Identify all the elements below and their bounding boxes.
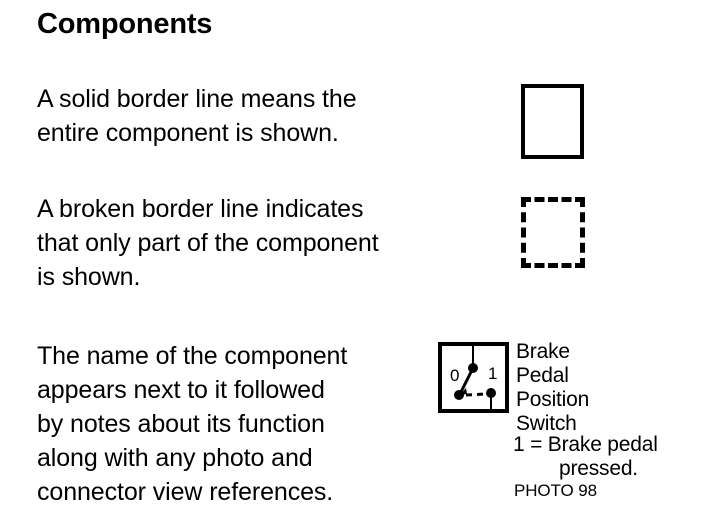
component-function-note: 1 = Brake pedal pressed.	[513, 433, 703, 481]
component-name-line: Switch	[516, 412, 577, 435]
dashed-border-box-icon	[521, 197, 585, 268]
function-note-line: pressed.	[559, 457, 638, 480]
paragraph-line: by notes about its function	[37, 410, 325, 438]
photo-reference-label: PHOTO 98	[514, 481, 597, 500]
paragraph-line: connector view references.	[37, 478, 334, 506]
component-name-line: Position	[516, 388, 590, 411]
paragraph-broken-border: A broken border line indicates that only…	[37, 192, 379, 294]
component-name-line: Pedal	[516, 364, 569, 387]
paragraph-line: that only part of the component	[37, 229, 379, 257]
paragraph-line: A broken border line indicates	[37, 195, 364, 223]
paragraph-line: appears next to it followed	[37, 376, 325, 404]
paragraph-solid-border: A solid border line means the entire com…	[37, 82, 357, 150]
paragraph-line: entire component is shown.	[37, 119, 339, 147]
switch-state-label-1: 1	[488, 364, 497, 383]
paragraph-component-name: The name of the component appears next t…	[37, 339, 347, 509]
component-name-line: Brake	[516, 340, 570, 363]
page-title: Components	[37, 8, 213, 40]
switch-state-label-0: 0	[450, 366, 459, 385]
function-note-line: 1 = Brake pedal	[513, 433, 658, 456]
paragraph-line: A solid border line means the	[37, 85, 357, 113]
paragraph-line: is shown.	[37, 263, 141, 291]
paragraph-line: The name of the component	[37, 342, 348, 370]
paragraph-line: along with any photo and	[37, 444, 313, 472]
component-name-label: Brake Pedal Position Switch	[516, 340, 589, 436]
solid-border-box-icon	[521, 84, 584, 159]
brake-pedal-position-switch-icon: 0 1	[438, 342, 509, 413]
